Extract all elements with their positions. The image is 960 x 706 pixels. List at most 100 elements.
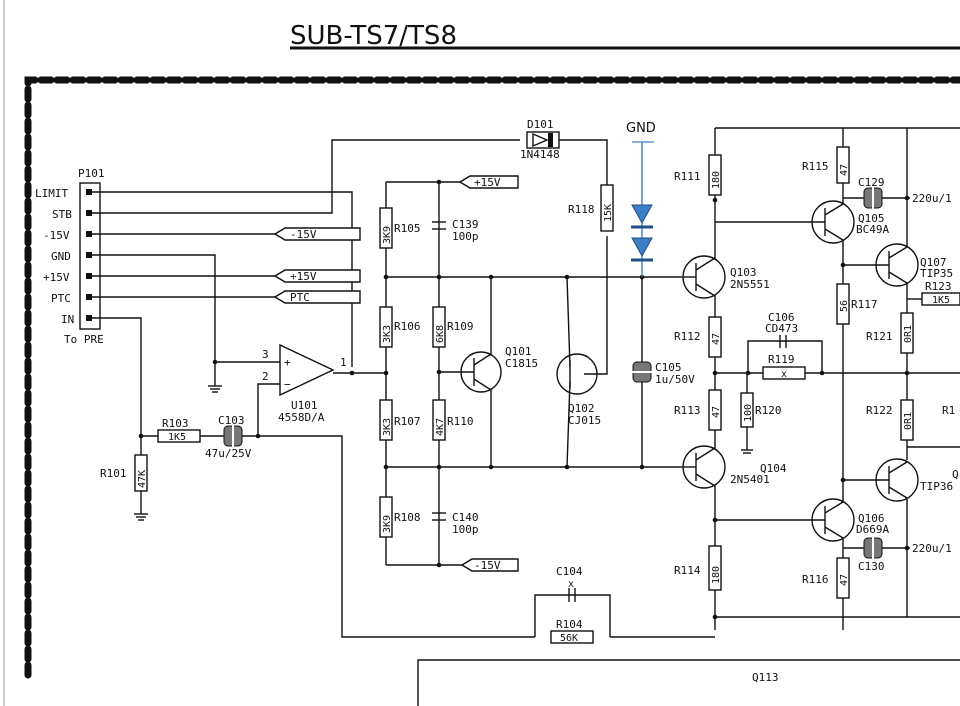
transistor-q102: Q102 CJ015 bbox=[556, 236, 608, 468]
connector-pin-in: IN bbox=[61, 313, 74, 326]
svg-text:C104: C104 bbox=[556, 565, 583, 578]
svg-text:CJ015: CJ015 bbox=[568, 414, 601, 427]
transistor-q105: Q105 BC49A bbox=[715, 200, 889, 244]
svg-text:56K: 56K bbox=[560, 633, 578, 644]
svg-text:47: 47 bbox=[711, 333, 722, 345]
transistor-q104: Q104 2N5401 bbox=[680, 445, 787, 489]
svg-text:Q106: Q106 bbox=[858, 512, 885, 525]
svg-text:R111: R111 bbox=[674, 170, 701, 183]
svg-text:R104: R104 bbox=[556, 618, 583, 631]
svg-text:R115: R115 bbox=[802, 160, 829, 173]
opamp-part: 4558D/A bbox=[278, 411, 325, 424]
svg-text:+15V: +15V bbox=[290, 270, 317, 283]
svg-text:Q104: Q104 bbox=[760, 462, 787, 475]
capacitor-c105: C105 1u/50V bbox=[631, 361, 695, 386]
svg-text:0R1: 0R1 bbox=[903, 325, 914, 343]
svg-text:+: + bbox=[284, 356, 291, 369]
opamp-ref: U101 bbox=[291, 399, 318, 412]
resistor-r108: 3K9 R108 bbox=[379, 496, 421, 538]
svg-text:R112: R112 bbox=[674, 330, 701, 343]
transistor-q101: Q101 C1815 bbox=[439, 277, 538, 467]
capacitor-c104: C104 x bbox=[556, 565, 583, 602]
svg-text:4K7: 4K7 bbox=[435, 418, 446, 436]
svg-text:x: x bbox=[568, 579, 574, 590]
svg-text:R105: R105 bbox=[394, 222, 421, 235]
svg-text:180: 180 bbox=[711, 171, 722, 189]
svg-text:C139: C139 bbox=[452, 218, 479, 231]
svg-text:R106: R106 bbox=[394, 320, 421, 333]
svg-text:1N4148: 1N4148 bbox=[520, 148, 560, 161]
resistor-r120: 100 R120 bbox=[740, 392, 782, 428]
opamp-u101: + − 3 2 1 U101 4558D/A bbox=[262, 343, 347, 424]
svg-text:3K9: 3K9 bbox=[382, 226, 393, 244]
transistor-q103: Q103 2N5551 bbox=[680, 255, 770, 299]
resistor-r123: R123 1K5 bbox=[921, 280, 960, 306]
svg-text:C140: C140 bbox=[452, 511, 479, 524]
svg-text:R123: R123 bbox=[925, 280, 952, 293]
resistor-r118: 15K R118 bbox=[568, 184, 614, 232]
resistor-r109: 6K8 R109 bbox=[432, 306, 474, 348]
svg-text:D669A: D669A bbox=[856, 523, 889, 536]
svg-text:2: 2 bbox=[262, 370, 269, 383]
svg-text:+15V: +15V bbox=[474, 176, 501, 189]
connector-pin-plus15: +15V bbox=[43, 271, 70, 284]
svg-text:R107: R107 bbox=[394, 415, 421, 428]
svg-text:R113: R113 bbox=[674, 404, 701, 417]
svg-text:-15V: -15V bbox=[474, 559, 501, 572]
resistor-r101: 47K R101 bbox=[100, 454, 148, 492]
svg-text:1u/50V: 1u/50V bbox=[655, 373, 695, 386]
svg-text:47: 47 bbox=[839, 164, 850, 176]
svg-text:15K: 15K bbox=[603, 204, 614, 222]
svg-text:C105: C105 bbox=[655, 361, 682, 374]
resistor-r114: 180 R114 bbox=[674, 545, 722, 591]
connector-pin-gnd: GND bbox=[51, 250, 71, 263]
sheet-title: SUB-TS7/TS8 bbox=[290, 21, 457, 51]
svg-text:220u/1: 220u/1 bbox=[912, 542, 952, 555]
resistor-r110: 4K7 R110 bbox=[432, 399, 474, 441]
svg-text:R118: R118 bbox=[568, 203, 595, 216]
svg-text:R121: R121 bbox=[866, 330, 893, 343]
net-flag-ptc: PTC bbox=[273, 290, 361, 304]
connector-pin-minus15: -15V bbox=[43, 229, 70, 242]
net-flag-plus15-top: +15V bbox=[458, 175, 519, 189]
svg-text:1: 1 bbox=[340, 356, 347, 369]
svg-text:R103: R103 bbox=[162, 417, 189, 430]
resistor-r115: 47 R115 bbox=[802, 146, 850, 184]
resistor-r113: 47 R113 bbox=[674, 389, 722, 431]
connector-pin-ptc: PTC bbox=[51, 292, 71, 305]
svg-text:6K8: 6K8 bbox=[435, 325, 446, 343]
diode-string-gnd: GND bbox=[626, 121, 656, 277]
net-flag-plus15: +15V bbox=[273, 269, 361, 283]
svg-text:Q107: Q107 bbox=[920, 256, 947, 269]
transistor-q108: Q TIP36 bbox=[843, 458, 959, 502]
capacitor-c103: C103 47u/25V bbox=[205, 414, 252, 460]
svg-text:47: 47 bbox=[839, 574, 850, 586]
resistor-r116: 47 R116 bbox=[802, 557, 850, 599]
svg-text:100: 100 bbox=[743, 404, 754, 422]
svg-text:47u/25V: 47u/25V bbox=[205, 447, 252, 460]
resistor-r106: 3K3 R106 bbox=[379, 306, 421, 348]
ground-symbol bbox=[208, 385, 222, 393]
capacitor-c140: C140 100p bbox=[432, 511, 479, 536]
capacitor-c139: C139 100p bbox=[432, 218, 479, 243]
diode-d101: D101 1N4148 bbox=[520, 118, 560, 161]
svg-text:TIP35: TIP35 bbox=[920, 267, 953, 280]
svg-text:Q105: Q105 bbox=[858, 212, 885, 225]
svg-text:100p: 100p bbox=[452, 230, 479, 243]
connector-ref: P101 bbox=[78, 167, 105, 180]
resistor-r105: 3K9 R105 bbox=[379, 207, 421, 249]
resistor-r111: 180 R111 bbox=[674, 154, 722, 196]
svg-text:R117: R117 bbox=[851, 298, 878, 311]
svg-text:R101: R101 bbox=[100, 467, 127, 480]
svg-text:−: − bbox=[284, 378, 291, 391]
capacitor-c129: C129 220u/1 bbox=[858, 176, 952, 210]
svg-text:R119: R119 bbox=[768, 353, 795, 366]
svg-text:R109: R109 bbox=[447, 320, 474, 333]
svg-text:180: 180 bbox=[711, 566, 722, 584]
connector-pin-stb: STB bbox=[52, 208, 72, 221]
svg-text:R116: R116 bbox=[802, 573, 829, 586]
transistor-q107: Q107 TIP35 bbox=[843, 243, 953, 287]
resistor-r12x-partial: R1 bbox=[942, 404, 955, 417]
resistor-r107: 3K3 R107 bbox=[379, 399, 421, 441]
connector-pin-limit: LIMIT bbox=[35, 187, 68, 200]
